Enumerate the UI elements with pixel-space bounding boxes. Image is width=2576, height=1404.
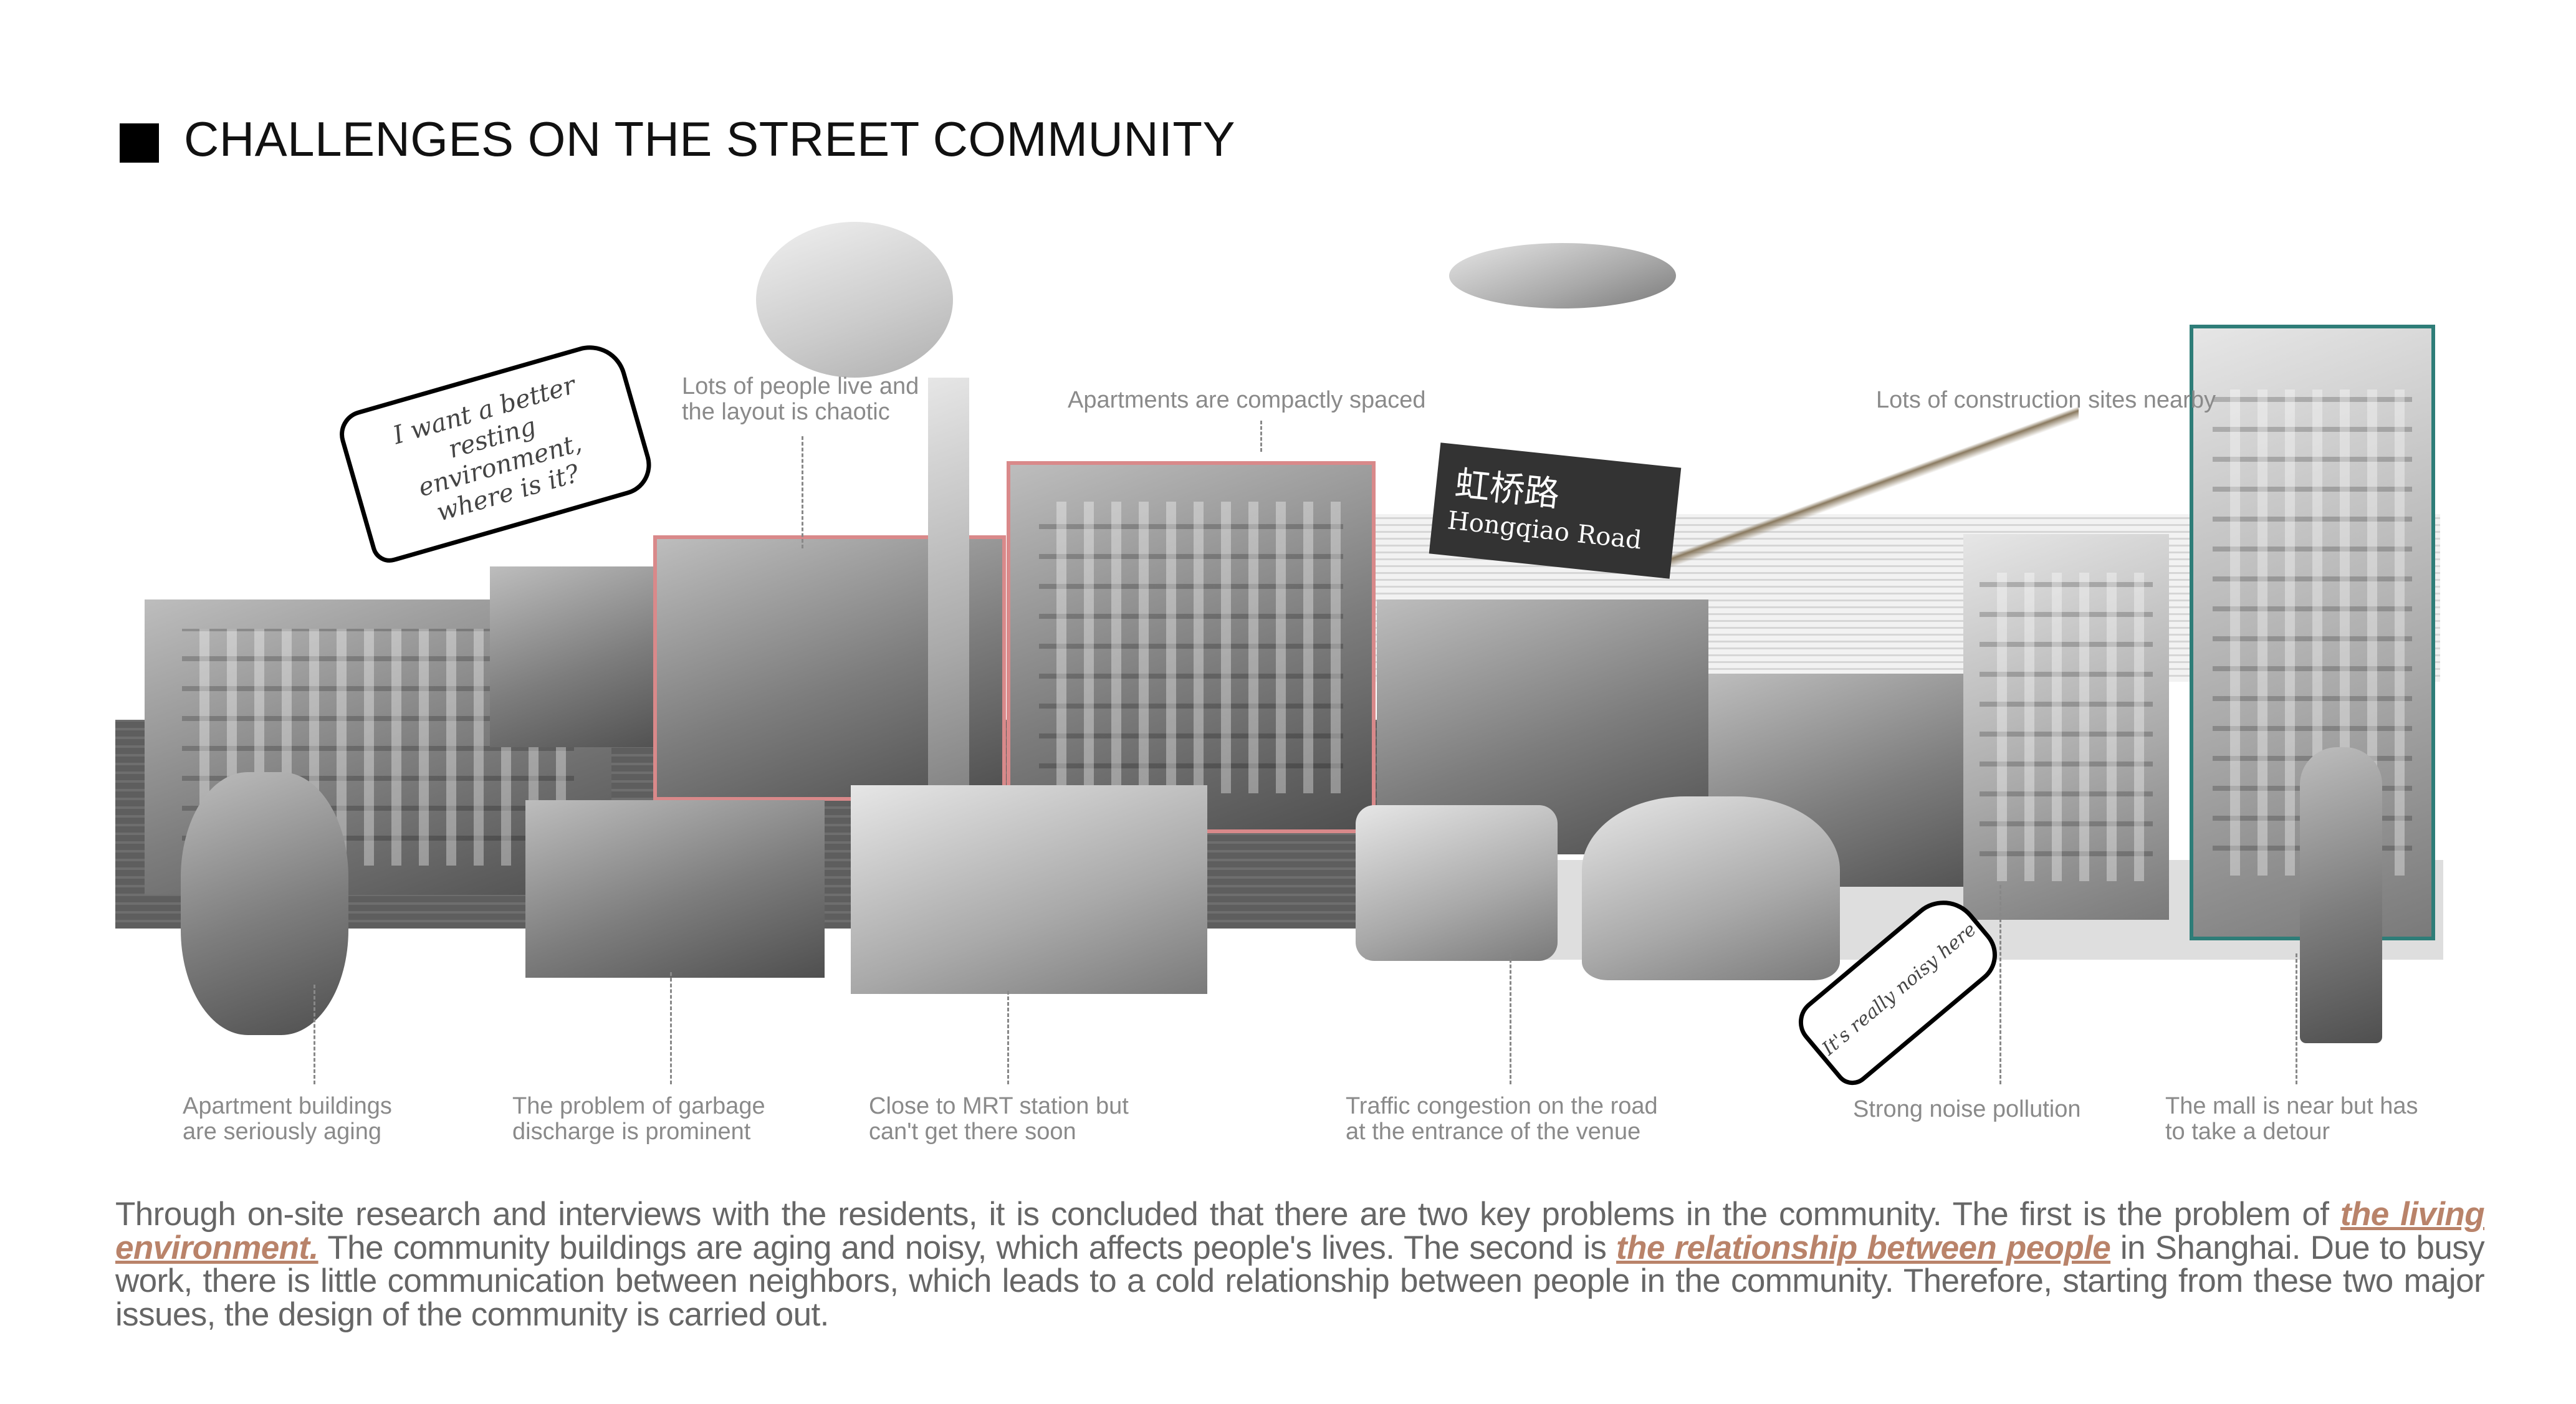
leader-line — [1510, 953, 1511, 1084]
protester-photo — [490, 566, 674, 747]
title-square-icon — [120, 123, 159, 163]
leader-line — [314, 985, 315, 1084]
man-covering-ears-image — [1582, 796, 1840, 980]
speech-bubble-text: I want a better resting environment, whe… — [390, 370, 585, 527]
leader-line — [802, 436, 803, 548]
leader-line — [1260, 421, 1262, 452]
label-aging: Apartment buildings are seriously aging — [183, 1093, 392, 1145]
metro-train-photo — [851, 785, 1207, 994]
label-mall: The mall is near but has to take a detou… — [2165, 1093, 2418, 1145]
standing-person-image — [2300, 747, 2382, 1043]
label-mrt: Close to MRT station but can't get there… — [869, 1093, 1129, 1145]
leader-line — [1999, 885, 2001, 1084]
speech-bubble-resting: I want a better resting environment, whe… — [333, 337, 659, 567]
label-noise: Strong noise pollution — [1853, 1096, 2081, 1122]
van-image — [1356, 805, 1558, 961]
summary-paragraph: Through on-site research and interviews … — [115, 1196, 2485, 1333]
leader-line — [2296, 953, 2297, 1084]
cyclist-image — [181, 772, 348, 1035]
apartment-photo — [1007, 461, 1376, 833]
label-garbage: The problem of garbage discharge is prom… — [512, 1093, 765, 1145]
leader-line — [1007, 991, 1009, 1084]
leader-line — [670, 972, 672, 1084]
label-construction: Lots of construction sites nearby — [1876, 387, 2216, 413]
paragraph-text: Through on-site research and interviews … — [115, 1196, 2340, 1233]
label-traffic: Traffic congestion on the road at the en… — [1346, 1093, 1658, 1145]
label-people-layout: Lots of people live and the layout is ch… — [682, 373, 919, 425]
white-apartment-photo — [1963, 534, 2169, 920]
label-apartments: Apartments are compactly spaced — [1068, 387, 1426, 413]
airplane-image — [1449, 243, 1676, 308]
garbage-photo — [525, 800, 825, 978]
paragraph-text: The community buildings are aging and no… — [318, 1229, 1617, 1266]
paragraph-text: in Shanghai. Due to busy work, there is … — [115, 1229, 2485, 1333]
highlight-relationship: the relationship between people — [1616, 1229, 2111, 1266]
chimney-image — [928, 378, 969, 829]
page-title: CHALLENGES ON THE STREET COMMUNITY — [184, 112, 1236, 166]
highlight-living-environment: the living environment. — [115, 1196, 2485, 1266]
smoke-image — [756, 222, 953, 378]
